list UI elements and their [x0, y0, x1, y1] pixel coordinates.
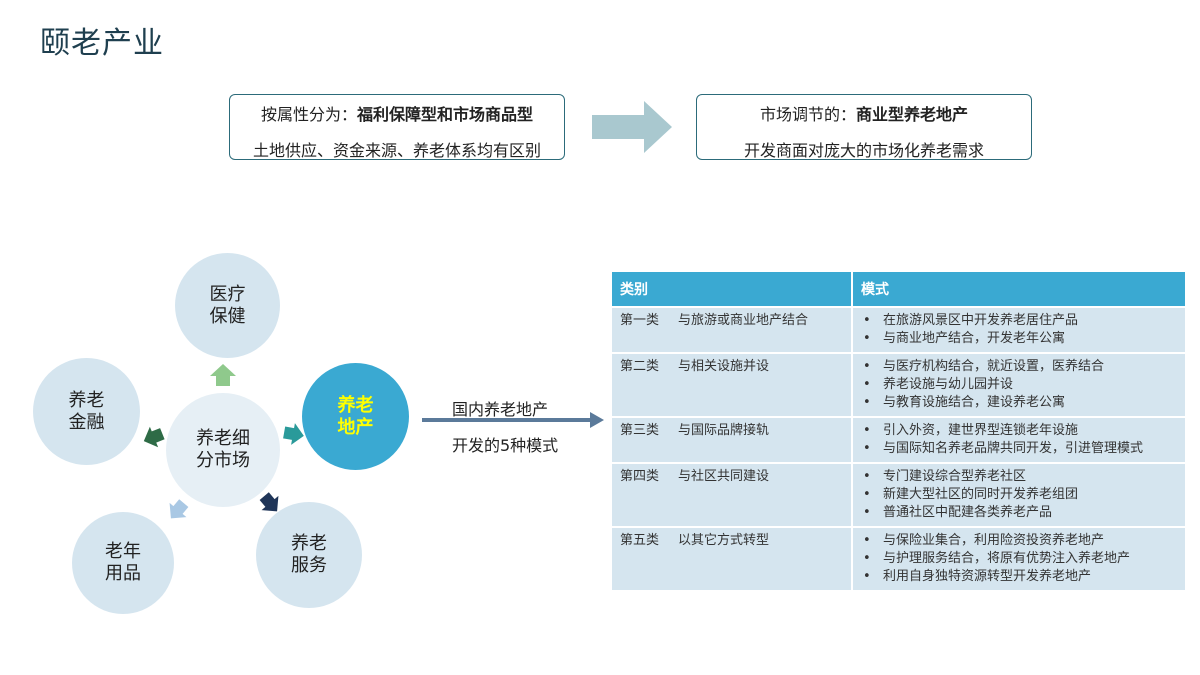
table-cell-modes: 与保险业集合，利用险资投资养老地产与护理服务结合，将原有优势注入养老地产利用自身… [852, 526, 1187, 590]
table-cell-category: 第五类 以其它方式转型 [612, 526, 853, 590]
category-name: 第五类 [620, 533, 660, 548]
long-right-arrow-icon [422, 412, 604, 428]
list-item: 专门建设综合型养老社区 [863, 468, 1177, 486]
market-regulation-box: 市场调节的：商业型养老地产 开发商面对庞大的市场化养老需求 [696, 94, 1032, 160]
table-cell-modes: 专门建设综合型养老社区新建大型社区的同时开发养老组团普通社区中配建各类养老产品 [852, 462, 1187, 527]
attribute-box-prefix: 按属性分为： [260, 105, 357, 124]
right-arrow-icon [592, 101, 672, 153]
circle-label: 医疗 [209, 283, 246, 305]
table-row: 第五类 以其它方式转型 与保险业集合，利用险资投资养老地产与护理服务结合，将原有优势… [612, 526, 1187, 590]
category-name: 第四类 [620, 469, 660, 484]
circle-label: 用品 [105, 563, 141, 584]
list-item: 养老设施与幼儿园并设 [863, 376, 1177, 394]
circle-label: 老年 [105, 541, 141, 562]
list-item: 与护理服务结合，将原有优势注入养老地产 [863, 550, 1177, 568]
mode-label-line1: 国内养老地产 [452, 400, 549, 419]
circle-label: 服务 [291, 555, 327, 576]
mode-list: 在旅游风景区中开发养老居住产品与商业地产结合，开发老年公寓 [861, 312, 1177, 348]
circle-elderly-service: 养老 服务 [256, 502, 362, 608]
circle-label: 养老 [337, 394, 374, 416]
circle-elderly-finance: 养老 金融 [33, 358, 140, 465]
arrow-left-icon [143, 426, 165, 448]
list-item: 新建大型社区的同时开发养老组团 [863, 486, 1177, 504]
table-row: 第一类 与旅游或商业地产结合 在旅游风景区中开发养老居住产品与商业地产结合，开发老年… [612, 306, 1187, 353]
attribute-classification-box: 按属性分为：福利保障型和市场商品型 土地供应、资金来源、养老体系均有区别 [229, 94, 565, 160]
table-cell-modes: 与医疗机构结合，就近设置，医养结合养老设施与幼儿园并设与教育设施结合，建设养老公… [852, 352, 1187, 417]
market-box-line2: 开发商面对庞大的市场化养老需求 [743, 141, 984, 160]
list-item: 在旅游风景区中开发养老居住产品 [863, 312, 1177, 330]
mode-list: 专门建设综合型养老社区新建大型社区的同时开发养老组团普通社区中配建各类养老产品 [861, 468, 1177, 522]
table-cell-category: 第四类 与社区共同建设 [612, 462, 853, 527]
table-cell-modes: 引入外资，建世界型连锁老年设施与国际知名养老品牌共同开发，引进管理模式 [852, 416, 1187, 463]
circle-label: 金融 [68, 411, 105, 433]
arrow-up-icon [210, 364, 236, 386]
circle-label: 养老 [291, 533, 327, 554]
arrow-down-left-icon [169, 499, 189, 519]
circle-label: 保健 [209, 305, 246, 327]
circle-elderly-real-estate: 养老 地产 [302, 363, 409, 470]
category-name: 第一类 [620, 313, 660, 328]
list-item: 引入外资，建世界型连锁老年设施 [863, 422, 1177, 440]
category-name: 第三类 [620, 423, 660, 438]
list-item: 与商业地产结合，开发老年公寓 [863, 330, 1177, 348]
category-description: 与社区共同建设 [678, 469, 770, 484]
table-cell-modes: 在旅游风景区中开发养老居住产品与商业地产结合，开发老年公寓 [852, 306, 1187, 353]
table-header-mode: 模式 [852, 272, 1187, 307]
circle-label: 分市场 [196, 450, 250, 471]
list-item: 与保险业集合，利用险资投资养老地产 [863, 532, 1177, 550]
category-name: 第二类 [620, 359, 660, 374]
circle-label: 养老 [68, 389, 105, 411]
table-row: 第四类 与社区共同建设 专门建设综合型养老社区新建大型社区的同时开发养老组团普通社区… [612, 462, 1187, 527]
table-header-row: 类别 模式 [612, 272, 1187, 307]
list-item: 与教育设施结合，建设养老公寓 [863, 394, 1177, 412]
circle-elderly-goods: 老年 用品 [72, 512, 174, 614]
table-cell-category: 第一类 与旅游或商业地产结合 [612, 306, 853, 353]
table-cell-category: 第三类 与国际品牌接轨 [612, 416, 853, 463]
table-row: 第三类 与国际品牌接轨 引入外资，建世界型连锁老年设施与国际知名养老品牌共同开发，引… [612, 416, 1187, 463]
list-item: 普通社区中配建各类养老产品 [863, 504, 1177, 522]
market-box-line1: 市场调节的：商业型养老地产 [697, 101, 1031, 125]
category-description: 与旅游或商业地产结合 [678, 313, 809, 328]
table-cell-category: 第二类 与相关设施并设 [612, 352, 853, 417]
circle-label: 地产 [337, 416, 374, 438]
category-description: 与相关设施并设 [678, 359, 770, 374]
category-description: 与国际品牌接轨 [678, 423, 770, 438]
attribute-box-line1: 按属性分为：福利保障型和市场商品型 [230, 101, 564, 125]
circle-medical-care: 医疗 保健 [175, 253, 280, 358]
list-item: 与国际知名养老品牌共同开发，引进管理模式 [863, 440, 1177, 458]
category-description: 以其它方式转型 [678, 533, 770, 548]
mode-list: 与保险业集合，利用险资投资养老地产与护理服务结合，将原有优势注入养老地产利用自身… [861, 532, 1177, 586]
mode-list: 与医疗机构结合，就近设置，医养结合养老设施与幼儿园并设与教育设施结合，建设养老公… [861, 358, 1177, 412]
page-title: 颐老产业 [40, 26, 164, 61]
market-box-bold: 商业型养老地产 [856, 105, 969, 124]
attribute-box-line2: 土地供应、资金来源、养老体系均有区别 [252, 141, 541, 160]
attribute-box-bold: 福利保障型和市场商品型 [357, 105, 534, 124]
mode-label-line2: 开发的5种模式 [452, 436, 559, 455]
circle-center-market-segment: 养老细 分市场 [166, 393, 280, 507]
list-item: 与医疗机构结合，就近设置，医养结合 [863, 358, 1177, 376]
market-box-prefix: 市场调节的： [759, 105, 856, 124]
table-header-category: 类别 [612, 272, 853, 307]
mode-list: 引入外资，建世界型连锁老年设施与国际知名养老品牌共同开发，引进管理模式 [861, 422, 1177, 458]
list-item: 利用自身独特资源转型开发养老地产 [863, 568, 1177, 586]
development-modes-table: 类别 模式 第一类 与旅游或商业地产结合 在旅游风景区中开发养老居住产品与商业地产结… [612, 272, 1187, 590]
table-row: 第二类 与相关设施并设 与医疗机构结合，就近设置，医养结合养老设施与幼儿园并设与教育… [612, 352, 1187, 417]
circle-label: 养老细 [196, 428, 250, 449]
